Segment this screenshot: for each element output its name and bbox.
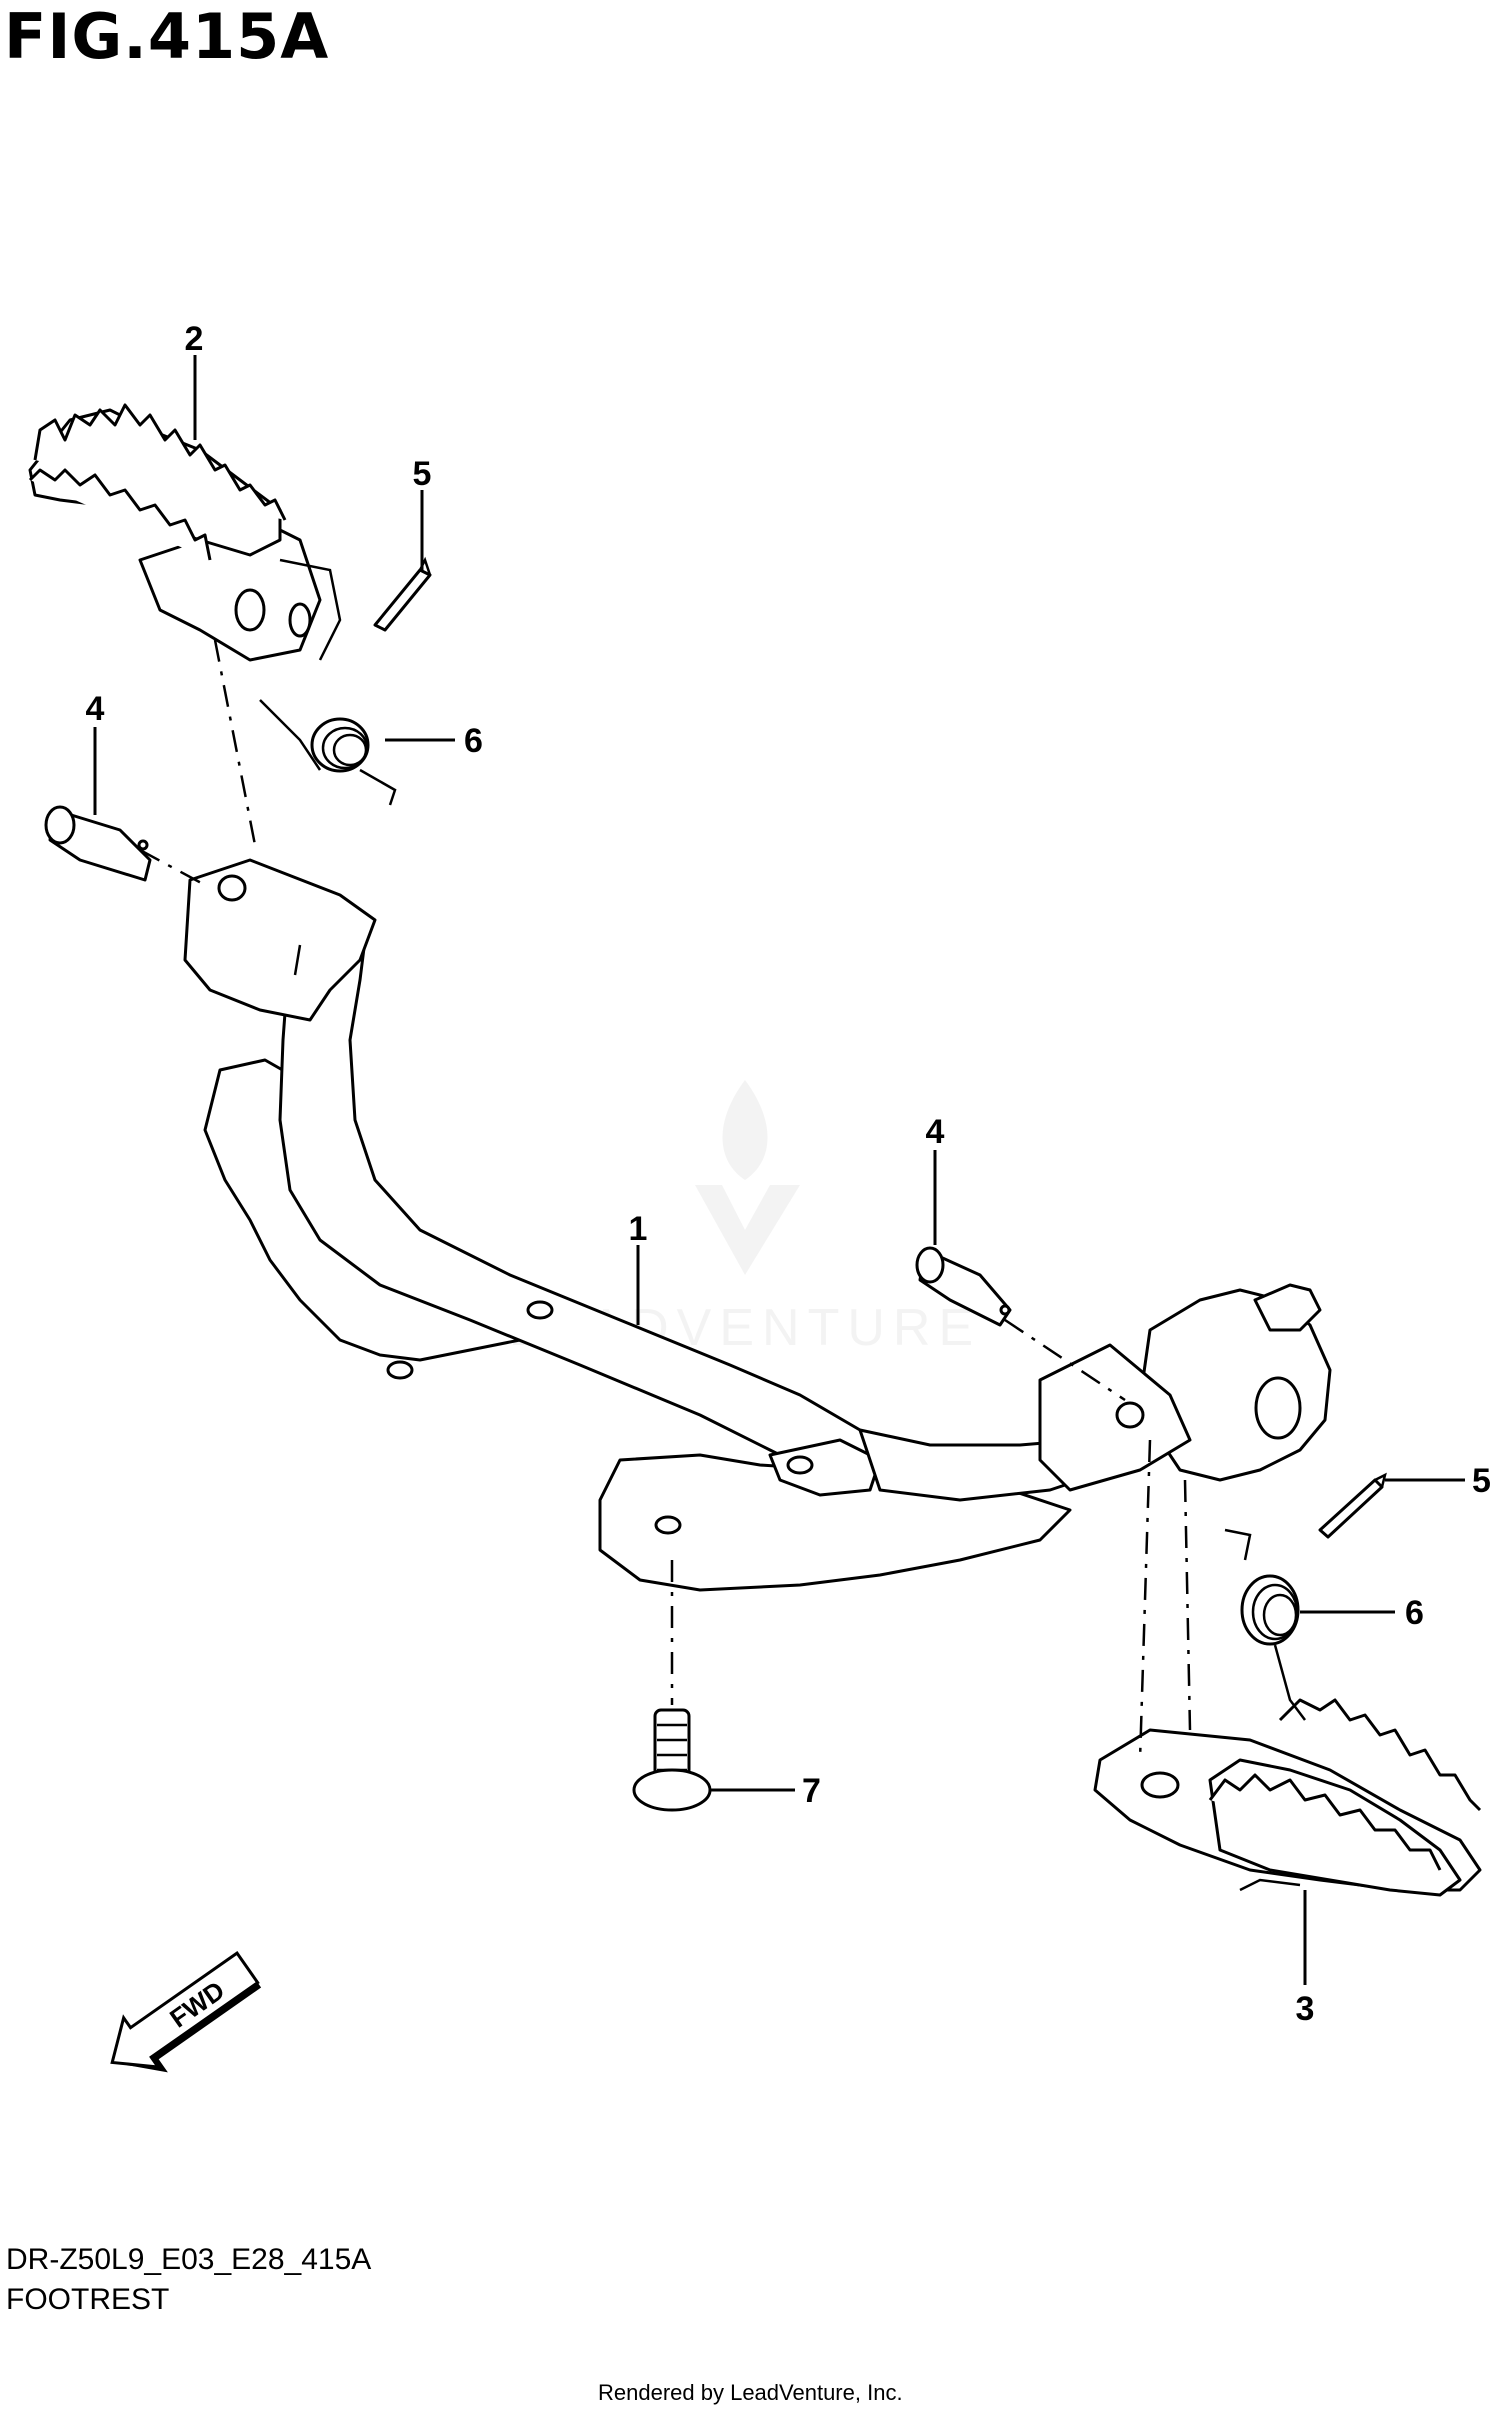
callout-4-right: 4 <box>926 1113 945 1151</box>
left-cotter-pin <box>373 556 432 632</box>
model-code: DR-Z50L9_E03_E28_415A <box>6 2243 372 2276</box>
callout-5-left: 5 <box>413 455 432 493</box>
forward-direction-arrow: FWD <box>110 1951 262 2073</box>
callout-6-left: 6 <box>464 722 483 760</box>
leader-lines <box>93 355 1465 1985</box>
callout-7: 7 <box>802 1772 821 1810</box>
render-credit: Rendered by LeadVenture, Inc. <box>598 2380 903 2405</box>
callout-2: 2 <box>185 320 204 358</box>
callout-4-left: 4 <box>86 690 105 728</box>
right-cotter-pin <box>1318 1472 1387 1539</box>
right-footrest-peg <box>1093 1698 1482 1897</box>
callout-6-right: 6 <box>1405 1594 1424 1632</box>
left-spring <box>259 699 397 806</box>
callout-5-right: 5 <box>1472 1462 1491 1500</box>
section-name: FOOTREST <box>6 2283 170 2316</box>
assembly-lines <box>139 639 1192 1761</box>
bolt <box>632 1708 712 1812</box>
right-spring <box>1224 1528 1306 1721</box>
callout-3: 3 <box>1296 1990 1315 2028</box>
left-footrest-peg <box>28 403 342 662</box>
right-pin <box>915 1246 1012 1327</box>
callout-1: 1 <box>629 1210 648 1248</box>
footrest-bracket <box>183 858 1332 1592</box>
figure-title: FIG.415A <box>4 0 330 73</box>
left-pin <box>44 805 152 882</box>
